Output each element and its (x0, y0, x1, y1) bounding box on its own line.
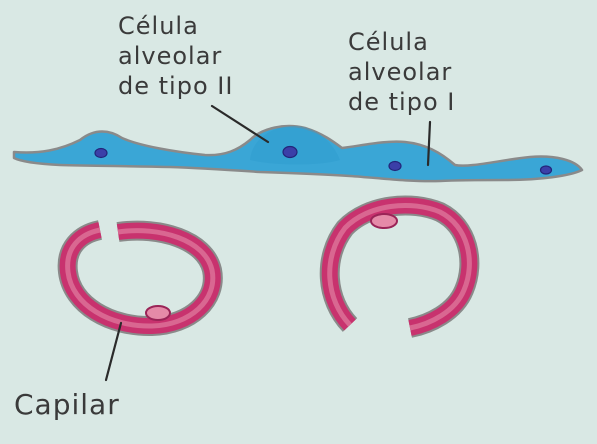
label-type1-line3: de tipo I (348, 88, 455, 116)
label-type1-line2: alveolar (348, 58, 452, 86)
label-type1-line1: Célula (348, 28, 429, 56)
nucleus-type2 (283, 147, 297, 158)
nucleus-left (95, 149, 107, 158)
capillary-left-nucleus (146, 306, 170, 320)
label-capillary: Capilar (14, 388, 120, 421)
label-type2-line2: alveolar (118, 42, 222, 70)
label-type2-line1: Célula (118, 12, 199, 40)
capillary-right-nucleus (371, 214, 397, 228)
nucleus-type1 (389, 162, 401, 171)
nucleus-right (541, 166, 552, 174)
label-type2-line3: de tipo II (118, 72, 233, 100)
